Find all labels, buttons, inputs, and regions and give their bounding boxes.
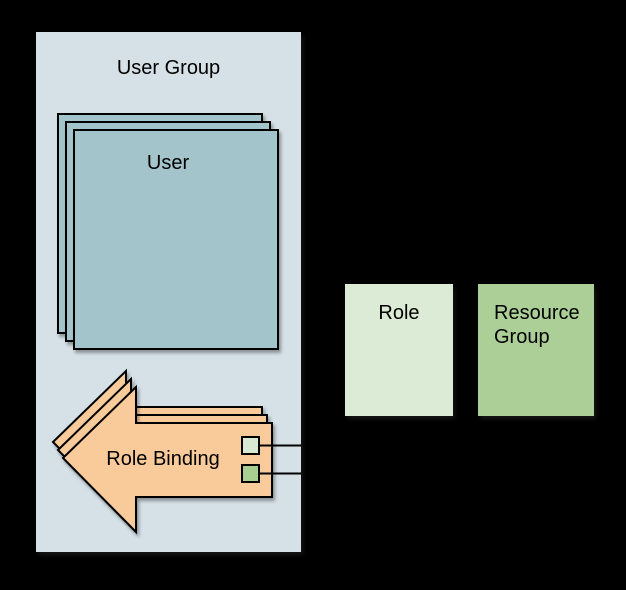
user-group-label: User Group	[116, 57, 221, 79]
role-binding-arrow-front	[61, 384, 273, 535]
user-stack	[57, 113, 279, 350]
resource-group-label: Resource Group	[494, 302, 580, 348]
user-square-front	[73, 129, 279, 350]
resource-group-port-square	[241, 464, 260, 483]
role-label: Role	[378, 302, 420, 324]
role-binding-stack	[51, 368, 273, 535]
role-port-square	[241, 436, 260, 455]
role-binding-label: Role Binding	[106, 448, 220, 470]
role-box: Role	[345, 284, 453, 416]
user-label: User	[146, 152, 190, 174]
resource-group-box: Resource Group	[478, 284, 594, 416]
